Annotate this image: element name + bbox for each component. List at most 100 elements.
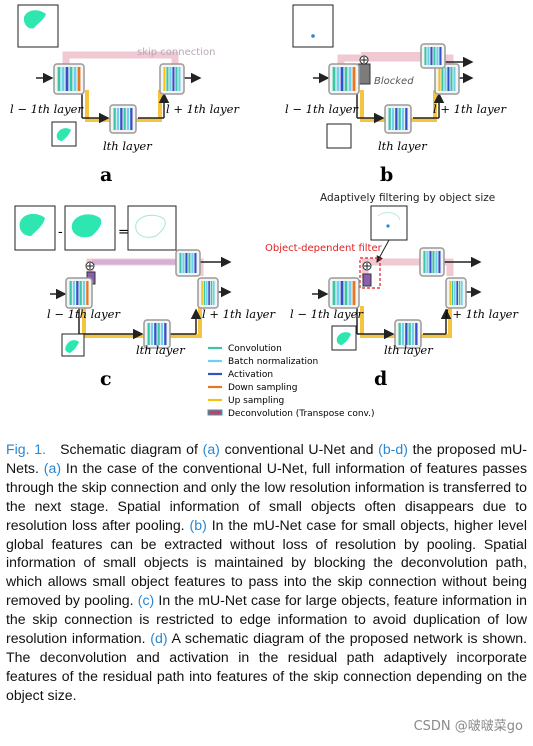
panel-letter-b: b	[380, 164, 393, 186]
caption-ref-bd[interactable]: (b-d)	[378, 441, 408, 457]
network-block	[328, 277, 360, 309]
legend-item: Batch normalization	[208, 357, 318, 367]
layer-strip	[69, 281, 72, 305]
layer-strip	[450, 67, 453, 91]
layer-strip	[426, 251, 429, 273]
figure-caption: Fig. 1. Schematic diagram of (a) convent…	[6, 440, 527, 705]
layer-strip	[438, 251, 441, 273]
legend-label: Batch normalization	[228, 357, 318, 367]
layer-strip	[160, 323, 164, 345]
equals-sign-c: =	[118, 225, 129, 240]
layer-strip	[436, 47, 439, 65]
legend-item: Up sampling	[208, 396, 284, 406]
network-block	[65, 277, 93, 309]
caption-text: In the mU-Net case for large objects, fe…	[6, 592, 527, 647]
caption-text: conventional U-Net and	[219, 441, 379, 457]
caption-ref-b[interactable]: (b)	[189, 516, 207, 533]
block-frame	[420, 43, 446, 69]
block-frame	[419, 247, 445, 277]
legend-label: Convolution	[228, 344, 282, 354]
layer-strip	[154, 323, 157, 345]
network-block	[419, 247, 445, 277]
layer-strip	[206, 281, 208, 305]
layer-strip	[123, 108, 126, 130]
left-layer-label-c: l − 1th layer	[47, 307, 121, 321]
layer-strip	[401, 108, 405, 130]
layer-strip	[73, 67, 77, 91]
layer-strip	[340, 281, 344, 305]
layer-strip	[454, 281, 456, 305]
object-blob-a	[23, 10, 46, 29]
legend-swatch	[207, 409, 223, 416]
output-box-b	[326, 123, 352, 149]
layer-strip	[411, 323, 415, 345]
network-block	[384, 104, 412, 134]
network-block	[109, 104, 137, 134]
block-frame	[65, 277, 93, 309]
mid-layer-label-a: lth layer	[103, 139, 153, 153]
block-frame	[53, 63, 85, 95]
block-frame	[109, 104, 137, 134]
layer-strip	[201, 281, 203, 305]
adaptive-title-d: Adaptively filtering by object size	[320, 192, 495, 204]
layer-strip	[405, 108, 408, 130]
layer-strip	[191, 253, 194, 273]
panel-letter-a: a	[100, 164, 112, 186]
block-frame	[434, 63, 460, 95]
layer-strip	[130, 108, 133, 130]
layer-strip	[332, 281, 336, 305]
output-box-a	[51, 121, 77, 147]
network-block	[53, 63, 85, 95]
right-layer-label-c: l + 1th layer	[202, 307, 276, 321]
layer-strip	[438, 67, 441, 91]
caption-ref-a2[interactable]: (a)	[43, 459, 62, 476]
block-frame	[143, 319, 171, 349]
layer-strip	[150, 323, 154, 345]
layer-strip	[116, 108, 120, 130]
layer-strip	[213, 281, 215, 305]
block-frame	[384, 104, 412, 134]
layer-strip	[76, 281, 79, 305]
figure-diagram: skip connection l − 1th layer l + 1th la…	[10, 4, 519, 419]
layer-strip	[429, 251, 432, 273]
layer-strip	[57, 67, 61, 91]
block-frame	[328, 63, 360, 95]
layer-strip	[439, 47, 442, 65]
skip-connection-label: skip connection	[137, 47, 215, 58]
layer-strip	[352, 67, 356, 91]
layer-strip	[388, 108, 391, 130]
blocked-label: Blocked	[374, 76, 414, 87]
layer-strip	[447, 67, 450, 91]
layer-strip	[423, 251, 426, 273]
layer-strip	[427, 47, 430, 65]
caption-text: In the case of the conventional U-Net, f…	[6, 459, 527, 533]
network-block	[197, 277, 219, 309]
legend-label: Activation	[228, 370, 273, 380]
layer-strip	[415, 323, 418, 345]
layer-strip	[120, 108, 123, 130]
layer-strip	[395, 108, 398, 130]
layer-strip	[453, 67, 456, 91]
layer-strip	[424, 47, 427, 65]
layer-strip	[178, 67, 181, 91]
layer-strip	[163, 67, 166, 91]
layer-strip	[344, 281, 348, 305]
caption-ref-a[interactable]: (a)	[202, 441, 220, 457]
layer-strip	[188, 253, 191, 273]
block-frame	[328, 277, 360, 309]
caption-ref-d[interactable]: (d)	[150, 630, 168, 647]
layer-strip	[441, 67, 444, 91]
layer-strip	[336, 67, 340, 91]
layer-strip	[77, 67, 81, 91]
layer-strip	[458, 281, 461, 305]
network-block	[394, 319, 422, 349]
legend-item: Deconvolution (Transpose conv.)	[207, 409, 375, 419]
left-layer-label-d: l − 1th layer	[290, 307, 364, 321]
layer-strip	[398, 108, 401, 130]
right-layer-label-d: l + 1th layer	[445, 307, 519, 321]
panel-b: Blocked l − 1th layer l + 1th layer lth …	[285, 4, 507, 186]
caption-ref-c[interactable]: (c)	[137, 592, 155, 609]
layer-strip	[456, 281, 458, 305]
layer-strip	[172, 67, 175, 91]
layer-strip	[433, 47, 436, 65]
